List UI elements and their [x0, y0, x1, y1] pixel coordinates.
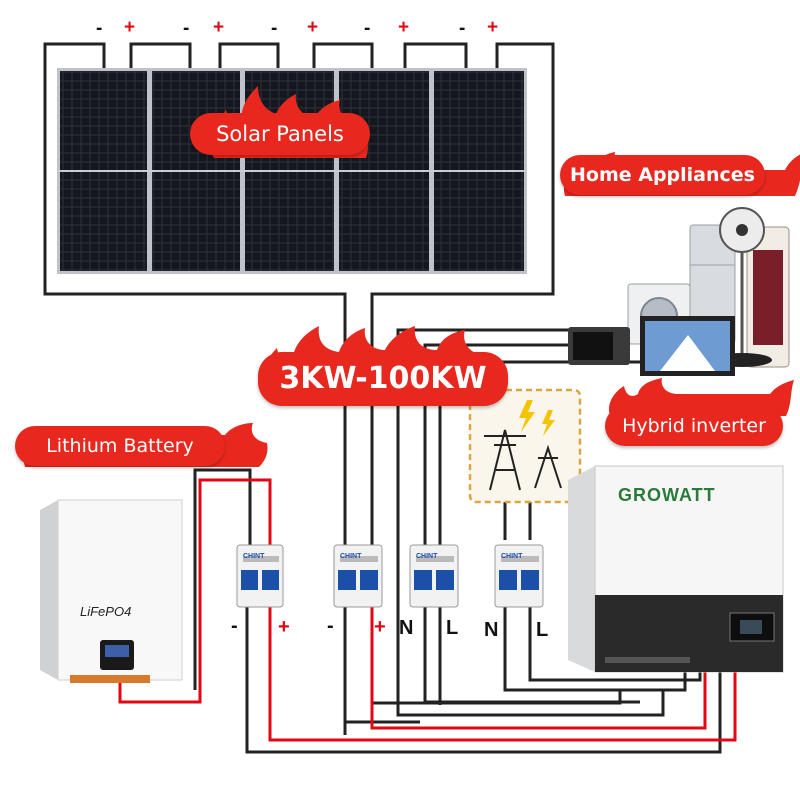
- output-live-terminal: L: [446, 617, 459, 639]
- breaker-brand: CHINT: [416, 553, 438, 560]
- grid-neutral-terminal: N: [484, 619, 499, 641]
- pv-negative-terminal: -: [327, 615, 334, 637]
- ac-breaker-grid[interactable]: [494, 544, 544, 608]
- battery-wires: [118, 468, 737, 754]
- pv-positive-terminal: +: [374, 616, 386, 638]
- inverter-brand-logo: GROWATT: [618, 485, 716, 505]
- power-range-label: 3KW-100KW: [258, 352, 508, 406]
- positive-mark: +: [487, 17, 499, 38]
- battery-model-text: LiFePO4: [80, 604, 132, 619]
- battery-positive-terminal: +: [278, 616, 290, 638]
- panel-series-wires: [43, 42, 555, 70]
- negative-mark: -: [96, 18, 103, 39]
- negative-mark: -: [271, 18, 278, 39]
- positive-mark: +: [398, 17, 410, 38]
- hybrid-inverter-unit: [568, 465, 784, 673]
- negative-mark: -: [364, 18, 371, 39]
- positive-mark: +: [124, 17, 136, 38]
- breaker-brand: CHINT: [340, 553, 362, 560]
- lithium-battery-label: Lithium Battery: [15, 426, 225, 466]
- breaker-brand: CHINT: [501, 553, 523, 560]
- hybrid-inverter-label: Hybrid inverter: [605, 406, 783, 446]
- breaker-brand: CHINT: [243, 553, 265, 560]
- positive-mark: +: [213, 17, 225, 38]
- grid-live-terminal: L: [536, 619, 549, 641]
- lithium-battery-unit: [40, 499, 183, 683]
- dc-breaker-battery[interactable]: [236, 544, 284, 608]
- ac-breaker-output[interactable]: [409, 544, 459, 608]
- utility-grid: [468, 388, 582, 504]
- positive-mark: +: [307, 17, 319, 38]
- lightning-icon: [519, 400, 555, 436]
- output-neutral-terminal: N: [399, 617, 414, 639]
- negative-mark: -: [183, 18, 190, 39]
- solar-panel-array: [57, 68, 527, 274]
- transmission-tower-icon: [484, 429, 562, 491]
- battery-negative-terminal: -: [231, 615, 238, 637]
- dc-breaker-pv[interactable]: [333, 544, 383, 608]
- home-appliances-label: Home Appliances: [560, 155, 765, 195]
- solar-panels-label: Solar Panels: [190, 113, 370, 155]
- negative-mark: -: [459, 18, 466, 39]
- home-appliances-group: [568, 207, 790, 376]
